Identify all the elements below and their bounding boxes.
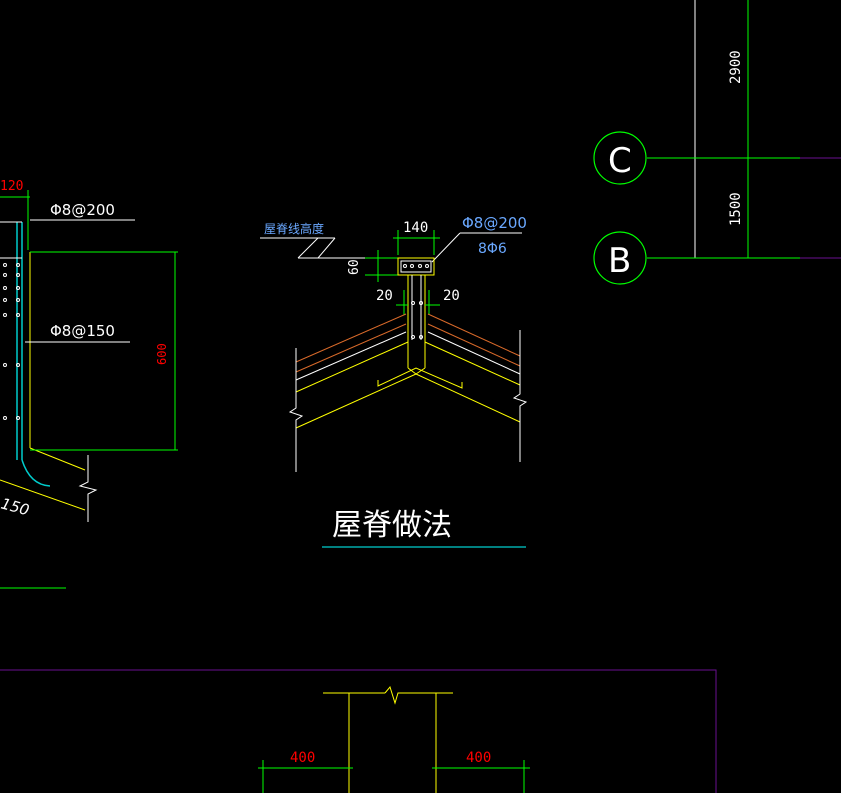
left-slab-line — [0, 479, 86, 511]
roof-finish-left-1 — [295, 313, 407, 363]
axis-bubble-b — [593, 231, 647, 285]
ridge-break-left — [288, 348, 304, 472]
axis-label-b: B — [608, 241, 631, 281]
ridge-stirrup-spec: Φ8@200 — [462, 214, 527, 232]
left-rebar-spec-top: Φ8@200 — [50, 201, 115, 219]
left-break-line — [78, 455, 98, 522]
bottom-frame — [0, 669, 717, 793]
roof-slab-left-bottom — [295, 373, 417, 429]
roof-slab-right-bottom — [415, 373, 521, 423]
dim-60: 60 — [347, 259, 362, 275]
roof-slab-left-top — [295, 341, 409, 393]
left-dim-150: 150 — [0, 494, 31, 519]
ridge-bottom-rebar — [377, 367, 463, 389]
ridge-beam-rebar-dots — [403, 264, 429, 268]
roof-finish-right-2 — [427, 323, 521, 367]
ridge-detail: 屋脊线高度 60 140 Φ8@200 8Φ6 — [260, 214, 528, 548]
ridge-height-label: 屋脊线高度 — [264, 221, 324, 236]
roof-slab-stem-join-right — [415, 367, 426, 375]
bottom-top-break — [384, 685, 453, 705]
ridge-beam-cap — [397, 257, 435, 276]
left-detail: 120 Φ8@200 Φ8@150 600 — [0, 179, 178, 589]
ridge-level-triangle — [298, 237, 336, 259]
roof-finish-right-1 — [427, 313, 521, 357]
ridge-beam-stirrup — [400, 260, 432, 273]
roof-slab-stem-join-left — [407, 367, 417, 375]
roof-slab-right-top — [424, 341, 521, 386]
roof-finish-left-3 — [295, 331, 407, 381]
ridge-spec-leader — [431, 232, 461, 263]
axis-bubble-c — [593, 131, 647, 185]
grid-axes: C B 2900 1500 — [593, 0, 841, 285]
grid-dim-1500: 1500 — [728, 192, 744, 226]
bottom-dim-400-left: 400 — [290, 750, 315, 766]
ridge-detail-title: 屋脊做法 — [332, 508, 452, 543]
roof-finish-left-2 — [295, 323, 407, 373]
left-rebar-spec-mid: Φ8@150 — [50, 322, 115, 340]
ridge-main-rebar-spec: 8Φ6 — [478, 241, 507, 257]
ridge-break-right — [512, 330, 528, 462]
ridge-stem-dots — [411, 301, 423, 339]
bottom-dim-400-right: 400 — [466, 750, 491, 766]
bottom-detail: 400 400 — [0, 669, 717, 793]
dim-20-left: 20 — [376, 288, 393, 304]
roof-finish-right-3 — [427, 331, 521, 375]
left-dim-600: 600 — [155, 343, 169, 365]
ridge-level-triangle-side — [297, 237, 319, 259]
grid-dim-2900: 2900 — [728, 50, 744, 84]
left-dim-120: 120 — [0, 179, 23, 194]
left-wall-foot — [29, 447, 86, 471]
left-rebar-hook — [21, 459, 51, 487]
axis-label-c: C — [608, 141, 632, 181]
dim-140: 140 — [403, 220, 428, 236]
left-rebar-dots — [3, 263, 20, 420]
dim-20-right: 20 — [443, 288, 460, 304]
